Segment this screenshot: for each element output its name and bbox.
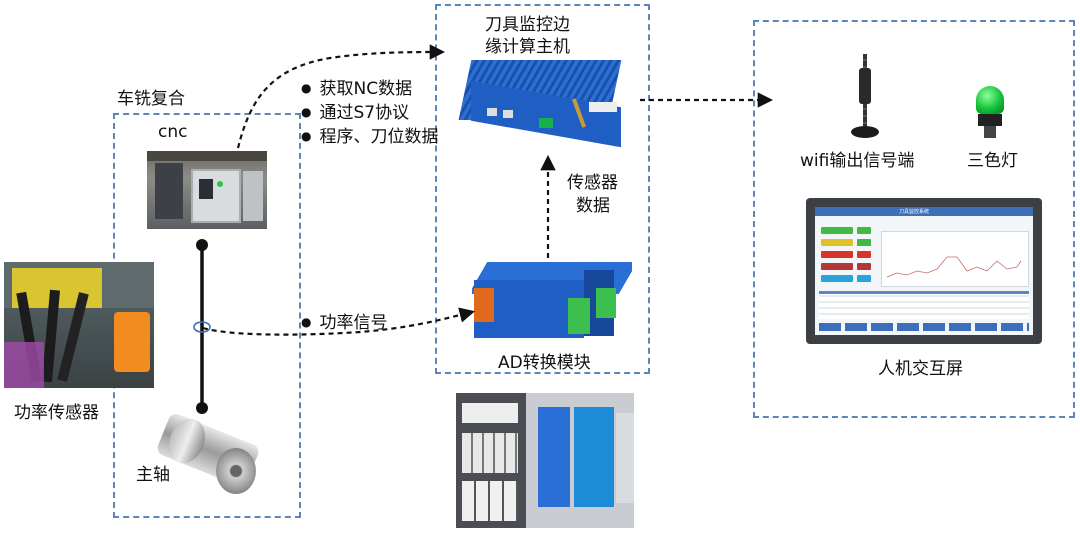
sensor-data-label-1: 传感器 xyxy=(567,173,618,193)
edge-host-title-1: 刀具监控边 xyxy=(485,15,570,35)
power-signal-arrow xyxy=(202,307,475,336)
connector-dot-bottom xyxy=(196,402,208,414)
bullet-program-data: 程序、刀位数据 xyxy=(301,122,438,147)
power-signal-label: 功率信号 xyxy=(301,308,387,333)
edge-host-group-box xyxy=(435,4,650,374)
ad-module-device xyxy=(472,258,632,343)
sensor-data-label-2: 数据 xyxy=(576,196,610,216)
tricolor-light xyxy=(972,82,1008,142)
hmi-label: 人机交互屏 xyxy=(878,359,963,379)
wifi-antenna xyxy=(845,54,885,142)
wifi-label: wifi输出信号端 xyxy=(800,151,915,171)
cnc-to-host-arrow xyxy=(236,44,446,149)
control-cabinet-photo xyxy=(456,393,634,528)
hmi-trend-line xyxy=(886,256,1022,278)
power-sensor-photo xyxy=(4,262,154,388)
current-clamp-ring xyxy=(193,321,211,333)
bullet-s7-protocol: 通过S7协议 xyxy=(301,98,409,123)
tricolor-label: 三色灯 xyxy=(967,151,1018,171)
turn-mill-label: 车铣复合 xyxy=(117,89,185,109)
output-group-box xyxy=(753,20,1075,418)
connector-dot-top xyxy=(196,239,208,251)
bullet-nc-data: 获取NC数据 xyxy=(301,74,412,99)
spindle-photo xyxy=(150,400,265,500)
hmi-screen: 刀具监控系统 xyxy=(806,198,1042,344)
hmi-screen-title: 刀具监控系统 xyxy=(899,209,930,215)
power-sensor-label: 功率传感器 xyxy=(14,403,99,423)
edge-host-device xyxy=(457,54,637,154)
cnc-machine-photo xyxy=(147,151,267,229)
cnc-label: cnc xyxy=(158,122,188,142)
edge-host-title-2: 缘计算主机 xyxy=(485,37,570,57)
ad-module-label: AD转换模块 xyxy=(498,353,591,373)
spindle-label: 主轴 xyxy=(136,465,170,485)
